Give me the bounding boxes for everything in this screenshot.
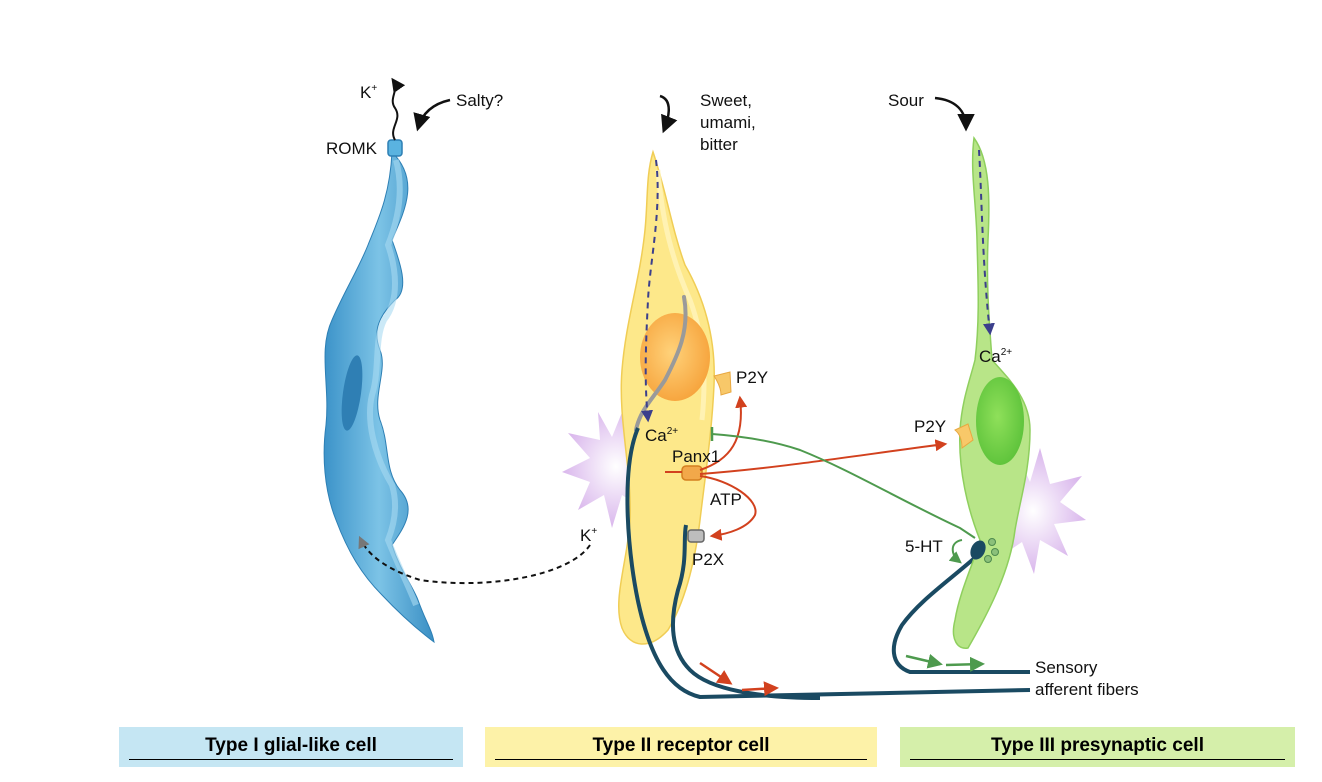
panx1-channel-icon: [681, 465, 703, 481]
sour-label: Sour: [888, 91, 924, 110]
type2-title: Type II receptor cell: [495, 733, 867, 760]
sensory-label: Sensory: [1035, 658, 1098, 677]
bitter-label: bitter: [700, 135, 738, 154]
type1-glial-cell: [323, 77, 451, 644]
afferent-fibers-label: afferent fibers: [1035, 680, 1139, 699]
5ht-label: 5-HT: [905, 537, 943, 556]
type3-presynaptic-cell: [710, 96, 1086, 649]
k-plus-label: K+: [360, 83, 377, 102]
type3-nucleus: [976, 377, 1024, 465]
vesicle-icon: [991, 548, 999, 556]
type3-title: Type III presynaptic cell: [910, 733, 1285, 760]
p2x-receptor-icon: [687, 529, 705, 543]
ca-type3-label: Ca2+: [979, 347, 1012, 366]
p2y-type3-label: P2Y: [914, 417, 946, 436]
salty-label: Salty?: [456, 91, 503, 110]
synaptic-terminal-icon: [970, 540, 986, 560]
type2-release-burst: [562, 405, 670, 528]
type1-band: Type I glial-like cell: [119, 727, 463, 767]
sensory-nerve-fibers: [625, 427, 1031, 700]
vesicle-icon: [988, 538, 996, 546]
p2y-receptor-icon: [954, 423, 974, 449]
type1-nucleus: [341, 355, 363, 431]
type3-band: Type III presynaptic cell: [900, 727, 1295, 767]
atp-label: ATP: [710, 490, 742, 509]
umami-label: umami,: [700, 113, 756, 132]
type2-band: Type II receptor cell: [485, 727, 877, 767]
romk-label: ROMK: [326, 139, 378, 158]
ca-type2-label: Ca2+: [645, 426, 678, 445]
k-plus-mid-label: K+: [580, 526, 597, 545]
sweet-label: Sweet,: [700, 91, 752, 110]
romk-channel-icon: [387, 139, 403, 157]
panx1-label: Panx1: [672, 447, 720, 466]
type1-title: Type I glial-like cell: [129, 733, 453, 760]
p2y-type2-label: P2Y: [736, 368, 768, 387]
p2x-label: P2X: [692, 550, 724, 569]
type2-receptor-cell: [562, 94, 948, 645]
p2y-receptor-icon: [713, 371, 732, 396]
vesicle-icon: [984, 555, 992, 563]
k-plus-efflux-path: [358, 535, 591, 585]
